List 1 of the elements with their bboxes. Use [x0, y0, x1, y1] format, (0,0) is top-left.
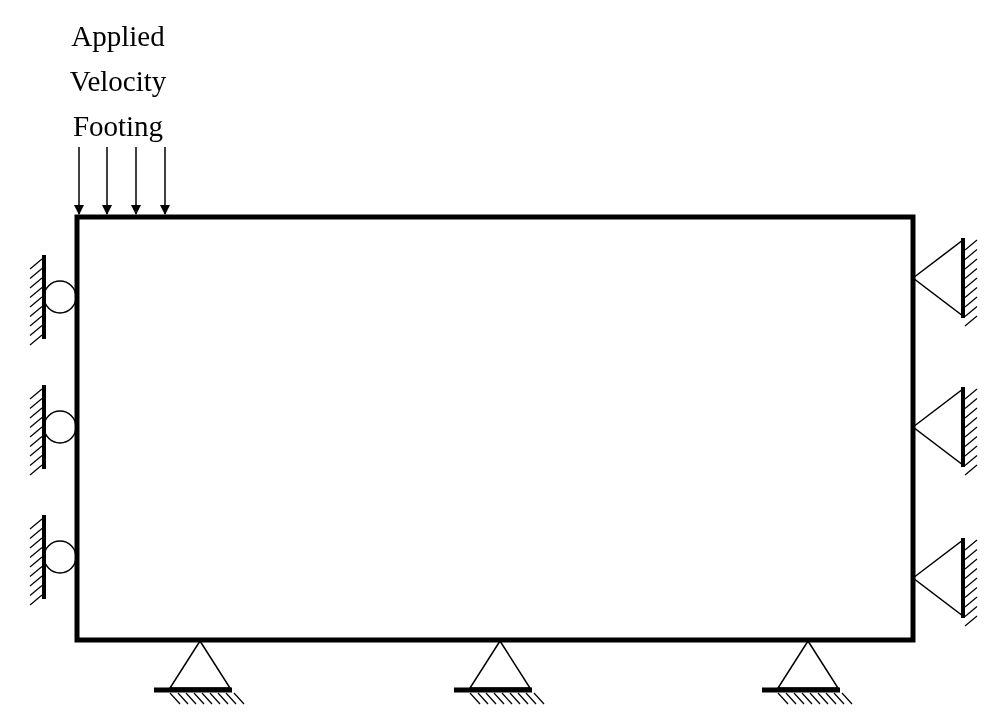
load-label: Applied Velocity Footing [68, 19, 168, 144]
